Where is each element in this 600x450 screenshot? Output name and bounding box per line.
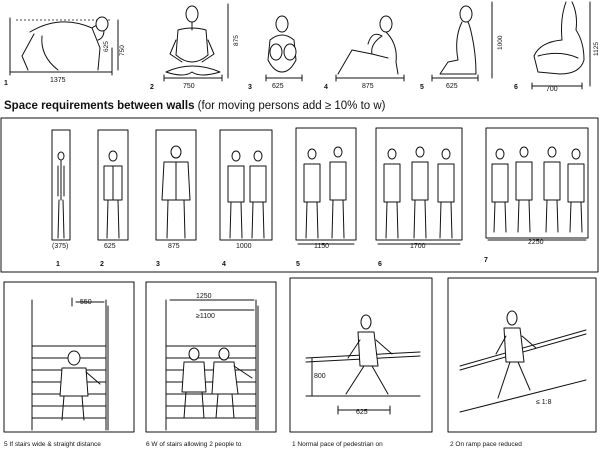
- svg-text:3: 3: [248, 84, 252, 91]
- svg-text:≤ 1:8: ≤ 1:8: [536, 399, 552, 406]
- svg-text:1 Normal pace of pedestrian: 1 Normal pace of pedestrian on: [292, 441, 383, 448]
- svg-text:625: 625: [272, 83, 284, 90]
- svg-text:5: 5: [296, 261, 300, 268]
- wall-group-7: 2250 7: [484, 127, 589, 264]
- wall-group-2: 625 2: [97, 129, 129, 268]
- svg-text:1: 1: [56, 261, 60, 268]
- svg-text:750: 750: [119, 45, 126, 56]
- svg-text:6 W of stairs allowing 2 peo: 6 W of stairs allowing 2 people to: [146, 441, 242, 448]
- svg-text:1000: 1000: [497, 35, 504, 50]
- walk-diagram-level: 800 625 1 Normal pace of pedestrian on: [289, 277, 433, 448]
- svg-text:2 On ramp pace reduced: 2 On ramp pace reduced: [450, 441, 522, 448]
- svg-text:5 If stairs wide & straight: 5 If stairs wide & straight distance: [4, 441, 101, 448]
- svg-text:6: 6: [378, 261, 382, 268]
- svg-text:550: 550: [80, 299, 92, 306]
- svg-text:(375): (375): [52, 243, 68, 250]
- section-heading-title: Space requirements between walls: [4, 100, 195, 112]
- walk-diagram-ramp: ≤ 1:8 2 On ramp pace reduced: [447, 277, 597, 448]
- wall-group-3: 875 3: [155, 129, 197, 268]
- posture-5: 5 625 1000: [420, 1, 504, 91]
- svg-text:1125: 1125: [593, 42, 600, 56]
- svg-text:750: 750: [183, 83, 195, 90]
- svg-text:625: 625: [104, 243, 116, 250]
- posture-2: 2 750 875: [150, 3, 240, 91]
- svg-text:6: 6: [514, 84, 518, 91]
- svg-text:4: 4: [324, 84, 328, 91]
- svg-text:1250: 1250: [196, 293, 212, 300]
- svg-text:2: 2: [150, 84, 154, 91]
- posture-3: 3 625: [248, 15, 303, 91]
- svg-text:1000: 1000: [236, 243, 252, 250]
- svg-text:1375: 1375: [50, 77, 66, 84]
- posture-1: 625 750 1375: [9, 16, 126, 84]
- svg-text:≥1100: ≥1100: [196, 313, 215, 320]
- svg-text:625: 625: [356, 409, 368, 416]
- walls-panel: [0, 117, 599, 273]
- svg-text:700: 700: [546, 86, 558, 93]
- svg-text:5: 5: [420, 84, 424, 91]
- section-heading: Space requirements between walls (for mo…: [4, 100, 386, 112]
- posture-6: 6 700 1125: [514, 1, 600, 93]
- svg-text:875: 875: [233, 35, 240, 46]
- wall-group-6: 1700 6: [375, 127, 463, 268]
- svg-text:2250: 2250: [528, 239, 544, 246]
- svg-text:2: 2: [100, 261, 104, 268]
- svg-text:1150: 1150: [314, 243, 329, 250]
- stair-diagram-single: 550 5 If stairs wide & straight distance: [3, 281, 135, 448]
- wall-group-4: 1000 4: [219, 129, 273, 268]
- svg-text:875: 875: [362, 83, 374, 90]
- posture-1-number: 1: [4, 80, 8, 87]
- posture-4: 4 875: [324, 15, 405, 91]
- stair-diagram-double: 1250 ≥1100 6 W of stairs allowing 2 peop…: [145, 281, 277, 448]
- svg-text:800: 800: [314, 373, 326, 380]
- wall-group-1: (375) 1: [51, 129, 71, 268]
- wall-group-5: 1150 5: [295, 127, 357, 268]
- svg-text:4: 4: [222, 261, 226, 268]
- svg-text:625: 625: [446, 83, 458, 90]
- svg-text:7: 7: [484, 257, 488, 264]
- svg-text:3: 3: [156, 261, 160, 268]
- svg-text:875: 875: [168, 243, 180, 250]
- svg-text:1700: 1700: [410, 243, 426, 250]
- svg-text:625: 625: [103, 41, 110, 52]
- section-heading-note: (for moving persons add ≥ 10% to w): [197, 100, 386, 112]
